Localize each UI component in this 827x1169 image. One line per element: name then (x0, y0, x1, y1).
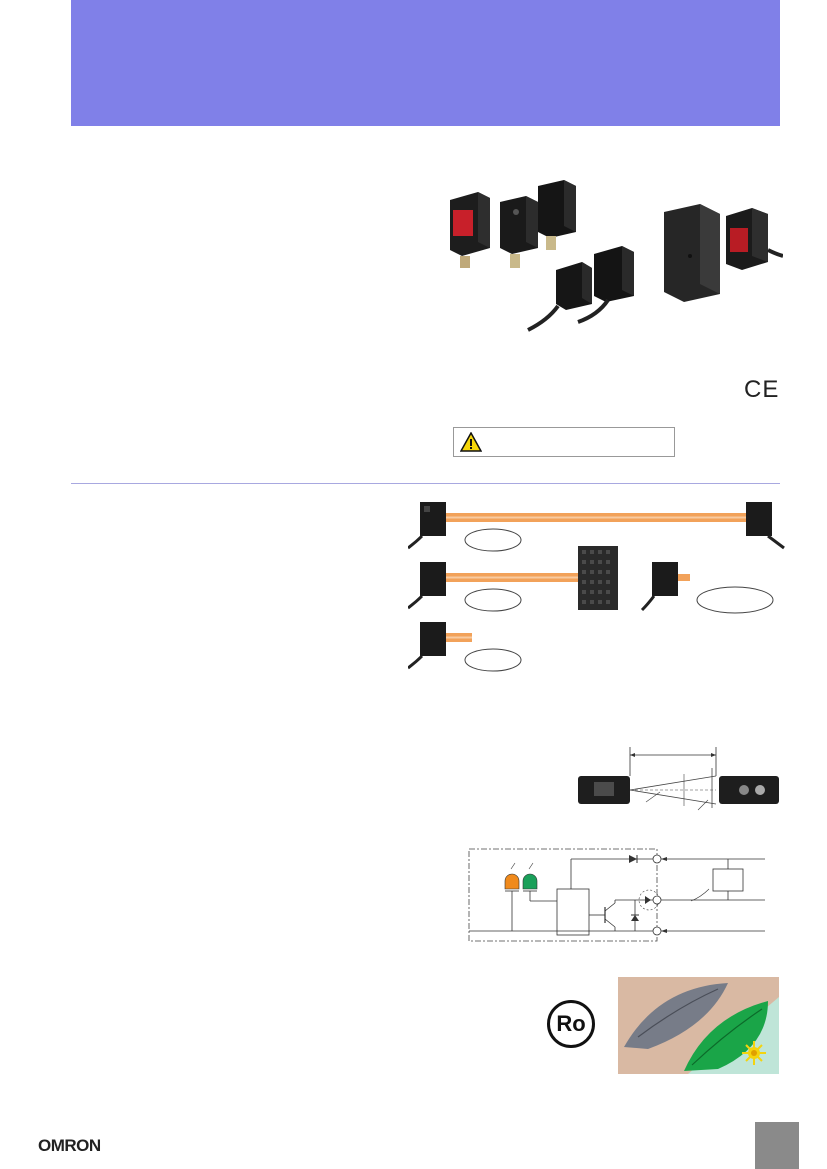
terminal-brown (652, 854, 662, 864)
diffuse-reflective-row (408, 622, 522, 672)
svg-text:OMRON: OMRON (38, 1136, 101, 1155)
sensor-red-lens-2 (726, 208, 783, 270)
output-circuit-diagram (468, 848, 765, 942)
page-number-tab (755, 1122, 799, 1169)
terminal-blue (652, 926, 662, 936)
main-circuit-block (556, 888, 590, 936)
rohs-badge: Ro (547, 1000, 595, 1048)
sensing-methods-diagram (408, 502, 785, 672)
terminal-black (652, 895, 662, 905)
flower-icon (742, 1041, 766, 1065)
header-banner (71, 0, 780, 126)
reflector-panel (664, 204, 720, 302)
warning-box (453, 427, 675, 457)
sensor-connector-1 (500, 196, 538, 268)
through-beam-row (408, 502, 785, 552)
sensor-connector-2 (538, 180, 576, 250)
sensor-red-lens (450, 192, 490, 268)
product-photo (450, 180, 783, 332)
omron-logo: OMRON (38, 1136, 101, 1155)
eco-leaf-image (618, 977, 779, 1074)
section-divider (71, 483, 780, 484)
indicator-green-icon (522, 862, 538, 892)
reflector (578, 546, 618, 610)
load-block (712, 868, 744, 892)
range-label-ellipse (464, 528, 522, 552)
retro-reflective-row (408, 546, 774, 614)
sensor-cable-1 (527, 262, 592, 332)
indicator-orange-icon (504, 862, 520, 892)
warning-icon (459, 431, 483, 452)
optical-axis-diagram (578, 747, 779, 811)
ce-mark: CE (744, 376, 780, 403)
sensor-cable-2 (577, 246, 634, 324)
